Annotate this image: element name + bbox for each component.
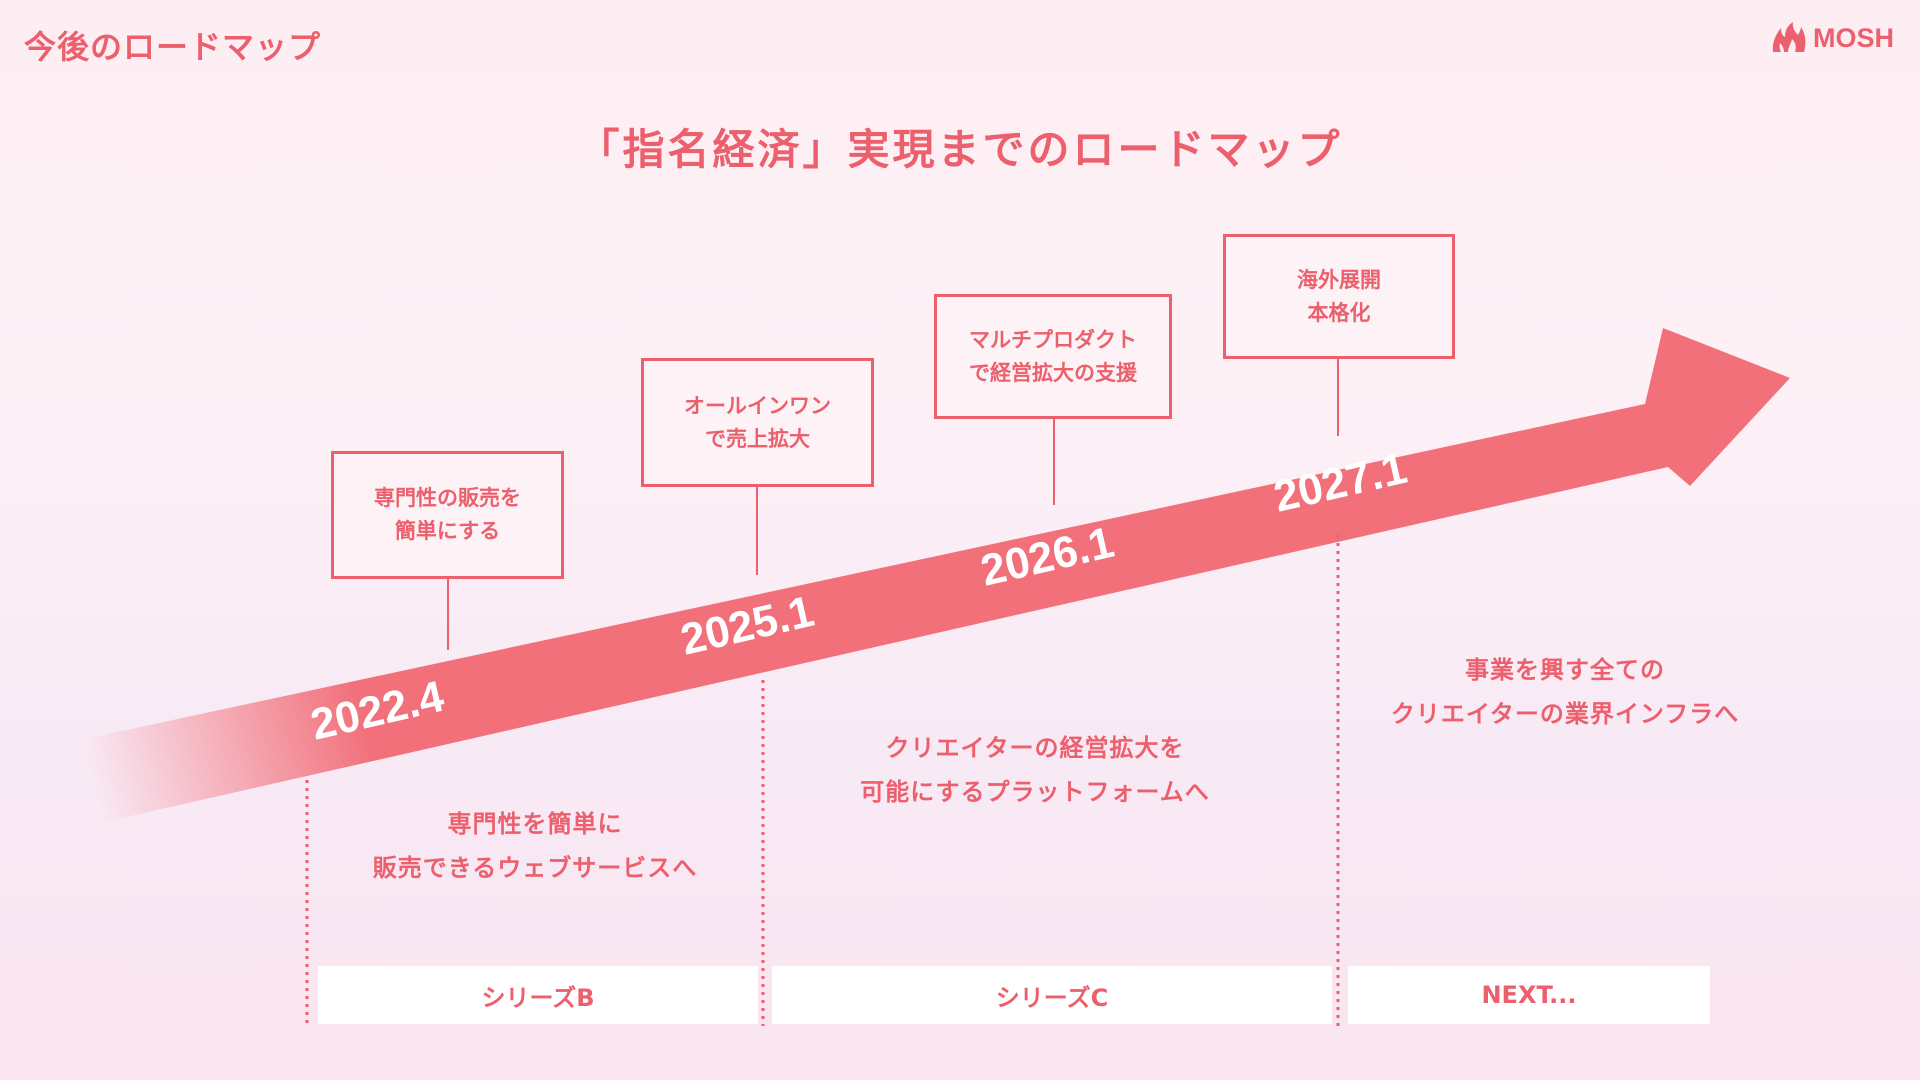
milestone-text-line: 専門性の販売を bbox=[374, 486, 521, 511]
main-title: 「指名経済」実現までのロードマップ bbox=[577, 125, 1343, 174]
phase-label-series-c: シリーズC bbox=[772, 966, 1332, 1024]
phase-description: クリエイターの経営拡大を 可能にするプラットフォームへ bbox=[770, 726, 1300, 815]
milestone-text-line: 本格化 bbox=[1307, 300, 1371, 325]
phase-description: 専門性を簡単に 販売できるウェブサービスへ bbox=[310, 802, 760, 891]
milestone-box: 専門性の販売を 簡単にする bbox=[331, 451, 564, 579]
phase-description-line: 専門性を簡単に bbox=[447, 810, 623, 838]
page-heading: 今後のロードマップ bbox=[24, 28, 322, 66]
phase-label-series-b: シリーズB bbox=[318, 966, 758, 1024]
phase-description-line: 販売できるウェブサービスへ bbox=[372, 854, 698, 883]
milestone-text-line: オールインワン bbox=[684, 393, 831, 418]
milestone-box: マルチプロダクト で経営拡大の支援 bbox=[934, 294, 1172, 419]
milestone-text-line: で売上拡大 bbox=[705, 426, 810, 451]
phase-description-line: 事業を興す全ての bbox=[1465, 656, 1665, 684]
phase-description-line: クリエイターの経営拡大を bbox=[885, 734, 1185, 762]
phase-description: 事業を興す全ての クリエイターの業界インフラへ bbox=[1345, 648, 1785, 737]
milestone-text-line: マルチプロダクト bbox=[969, 327, 1137, 352]
mosh-logo[interactable]: MOSH bbox=[1771, 22, 1894, 54]
milestone-text-line: で経営拡大の支援 bbox=[969, 360, 1137, 385]
phase-label-next: NEXT... bbox=[1348, 966, 1710, 1024]
timeline-arrow bbox=[75, 328, 1790, 823]
flame-icon bbox=[1772, 22, 1806, 52]
milestone-text-line: 簡単にする bbox=[394, 519, 501, 543]
milestone-connectors bbox=[447, 358, 1339, 650]
milestone-text-line: 海外展開 bbox=[1297, 267, 1381, 292]
phase-dividers bbox=[305, 535, 1340, 1026]
phase-description-line: 可能にするプラットフォームへ bbox=[860, 778, 1210, 807]
logo-text: MOSH bbox=[1813, 22, 1894, 53]
milestone-box: 海外展開 本格化 bbox=[1223, 234, 1455, 359]
phase-description-line: クリエイターの業界インフラへ bbox=[1390, 700, 1740, 729]
milestone-box: オールインワン で売上拡大 bbox=[641, 358, 874, 487]
